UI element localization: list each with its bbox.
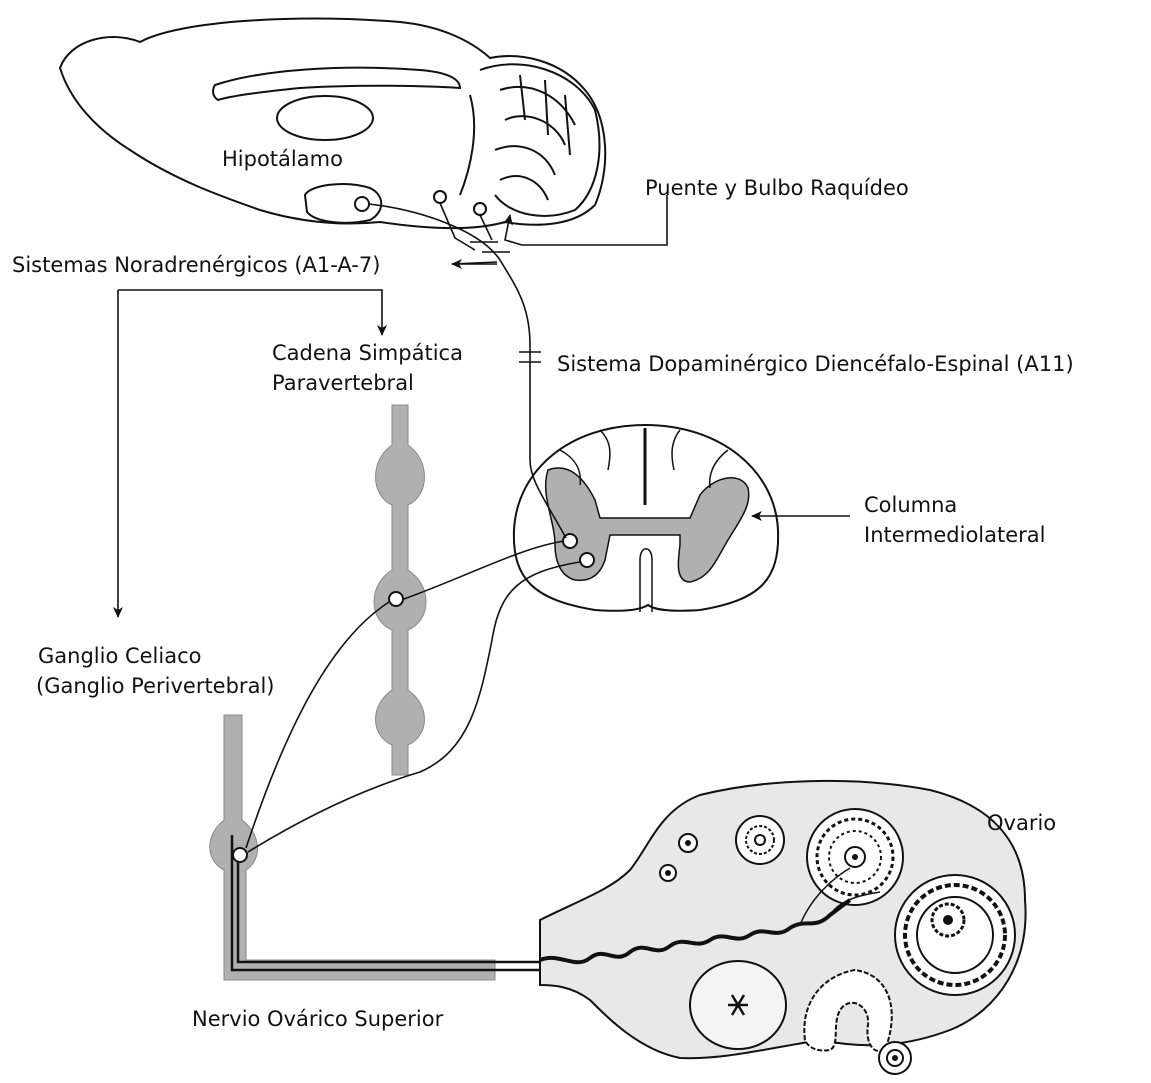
label-ovario: Ovario (987, 810, 1056, 836)
brain-illustration (60, 19, 605, 228)
label-ganglio-perivertebral: (Ganglio Perivertebral) (36, 673, 274, 699)
label-puente-bulbo: Puente y Bulbo Raquídeo (645, 175, 909, 201)
nerve-fibers (232, 835, 560, 970)
label-intermediolateral: Intermediolateral (864, 522, 1046, 548)
label-nervio-ovarico: Nervio Ovárico Superior (192, 1006, 443, 1032)
label-sistemas-noradrenergicos: Sistemas Noradrenérgicos (A1-A-7) (12, 252, 380, 278)
chain-ganglion-neuron (389, 592, 403, 606)
sympathetic-chain (374, 405, 426, 775)
label-ganglio-celiaco: Ganglio Celiaco (38, 643, 202, 669)
ovary-illustration (540, 781, 1026, 1074)
label-columna: Columna (864, 492, 957, 518)
label-cadena-simpatica: Cadena Simpática (272, 340, 463, 366)
celiac-ganglion-neuron (233, 848, 247, 862)
brain-neurons (355, 191, 486, 215)
celiac-ganglion-nerve (210, 715, 495, 980)
label-sistema-dopaminergico: Sistema Dopaminérgico Diencéfalo-Espinal… (557, 351, 1074, 377)
label-paravertebral: Paravertebral (272, 370, 414, 396)
spinal-cord-section (514, 425, 778, 612)
label-hipotalamo: Hipotálamo (222, 146, 343, 172)
